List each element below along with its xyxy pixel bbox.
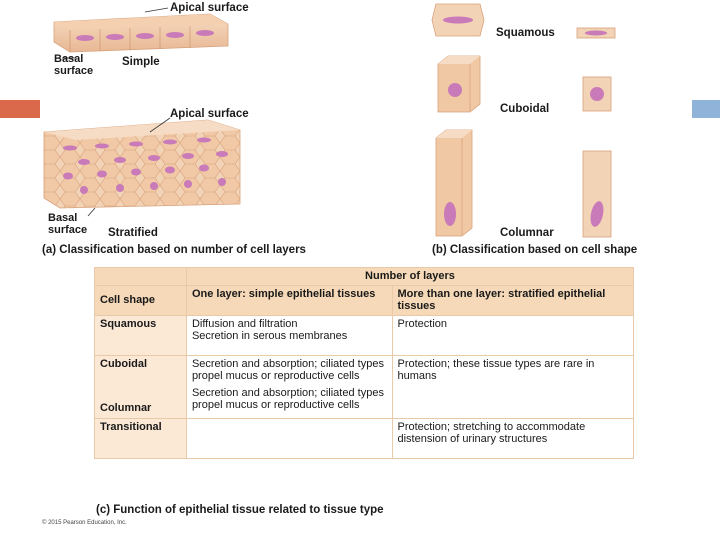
- header-number-of-layers: Number of layers: [185, 267, 635, 286]
- basal-surface-label-top: Basal surface: [54, 53, 94, 77]
- columnar-cell-section: [582, 150, 612, 238]
- caption-b: (b) Classification based on cell shape: [432, 244, 638, 256]
- table-row: Squamous Diffusion and filtration Secret…: [94, 314, 634, 356]
- header-stratified: More than one layer: stratified epitheli…: [391, 284, 634, 316]
- squamous-cell-3d: [431, 3, 485, 37]
- row-simple: Secretion and absorption; ciliated types…: [185, 384, 393, 419]
- row-stratified: Protection; stretching to accommodate di…: [391, 417, 634, 459]
- simple-label: Simple: [122, 56, 160, 68]
- stratified-label: Stratified: [108, 227, 158, 239]
- row-stratified: Protection; these tissue types are rare …: [391, 354, 634, 419]
- squamous-label: Squamous: [496, 27, 555, 39]
- columnar-label: Columnar: [500, 227, 554, 239]
- row-shape: Squamous: [94, 314, 187, 356]
- simple-epithelium-illustration: [53, 7, 229, 59]
- caption-a: (a) Classification based on number of ce…: [42, 244, 306, 256]
- row-stratified: Protection: [391, 314, 634, 356]
- row-simple: Secretion and absorption; ciliated types…: [185, 354, 393, 385]
- table-corner: [94, 267, 187, 286]
- cuboidal-cell-section: [582, 76, 612, 112]
- table-row: Cuboidal Columnar Secretion and absorpti…: [94, 354, 634, 419]
- cuboidal-cell-3d: [437, 55, 481, 113]
- row-simple: [185, 417, 393, 459]
- apical-surface-label-bottom: Apical surface: [170, 108, 249, 120]
- row-shape-cuboidal: Cuboidal: [100, 357, 148, 370]
- columnar-cell-3d: [435, 129, 473, 237]
- row-shape: Transitional: [94, 417, 187, 459]
- row-shape: Cuboidal Columnar: [94, 354, 187, 418]
- apical-surface-label-top: Apical surface: [170, 2, 249, 14]
- row-simple: Diffusion and filtration Secretion in se…: [185, 314, 393, 356]
- basal-surface-label-bottom: Basal surface: [48, 212, 88, 236]
- caption-c: (c) Function of epithelial tissue relate…: [96, 504, 384, 516]
- header-simple: One layer: simple epithelial tissues: [185, 284, 393, 316]
- squamous-cell-section: [576, 27, 616, 39]
- accent-bar-left: [0, 100, 40, 118]
- table-row: Transitional Protection; stretching to a…: [94, 417, 634, 459]
- stratified-epithelium-illustration: [43, 117, 241, 217]
- accent-bar-right: [692, 100, 720, 118]
- header-cell-shape: Cell shape: [94, 284, 187, 316]
- cuboidal-label: Cuboidal: [500, 103, 550, 115]
- copyright: © 2015 Pearson Education, Inc.: [42, 520, 127, 526]
- row-shape-columnar: Columnar: [100, 402, 152, 414]
- function-table: Number of layers Cell shape One layer: s…: [94, 267, 635, 459]
